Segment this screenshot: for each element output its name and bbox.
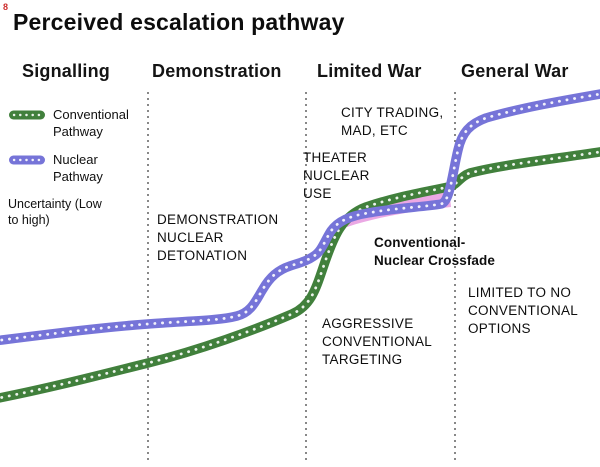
page-title: Perceived escalation pathway xyxy=(13,9,345,35)
legend-uncertainty-label: Uncertainty (Low to high) xyxy=(8,197,102,228)
phase-header-limited-war: Limited War xyxy=(317,61,422,81)
legend-conventional: Conventional Pathway xyxy=(8,107,129,141)
legend-conventional-label: Conventional Pathway xyxy=(53,107,129,139)
nuclear-pathway-dots xyxy=(0,92,600,342)
annotation-limited-conventional-options: LIMITED TO NO CONVENTIONAL OPTIONS xyxy=(468,285,579,336)
phase-header-demonstration: Demonstration xyxy=(152,61,282,81)
phase-header-general-war: General War xyxy=(461,61,569,81)
annotation-aggressive-conventional-targeting: AGGRESSIVE CONVENTIONAL TARGETING xyxy=(322,316,433,367)
conventional-pathway-dots xyxy=(0,150,600,400)
nuclear-swatch-icon xyxy=(9,155,45,165)
annotation-conventional-nuclear-crossfade: Conventional- Nuclear Crossfade xyxy=(374,235,495,268)
annotation-demonstration-nuclear-detonation: DEMONSTRATION NUCLEAR DETONATION xyxy=(157,212,279,263)
legend-nuclear-label: Nuclear Pathway xyxy=(53,152,103,184)
phase-header-signalling: Signalling xyxy=(22,61,111,81)
corner-mark: 8 xyxy=(3,2,9,12)
legend-nuclear: Nuclear Pathway xyxy=(8,152,103,186)
conventional-swatch-icon xyxy=(9,110,45,120)
annotation-theater-nuclear-use: THEATER NUCLEAR USE xyxy=(303,150,370,201)
annotation-city-trading-mad: CITY TRADING, MAD, ETC xyxy=(341,105,444,138)
conventional-pathway-line xyxy=(0,147,600,403)
